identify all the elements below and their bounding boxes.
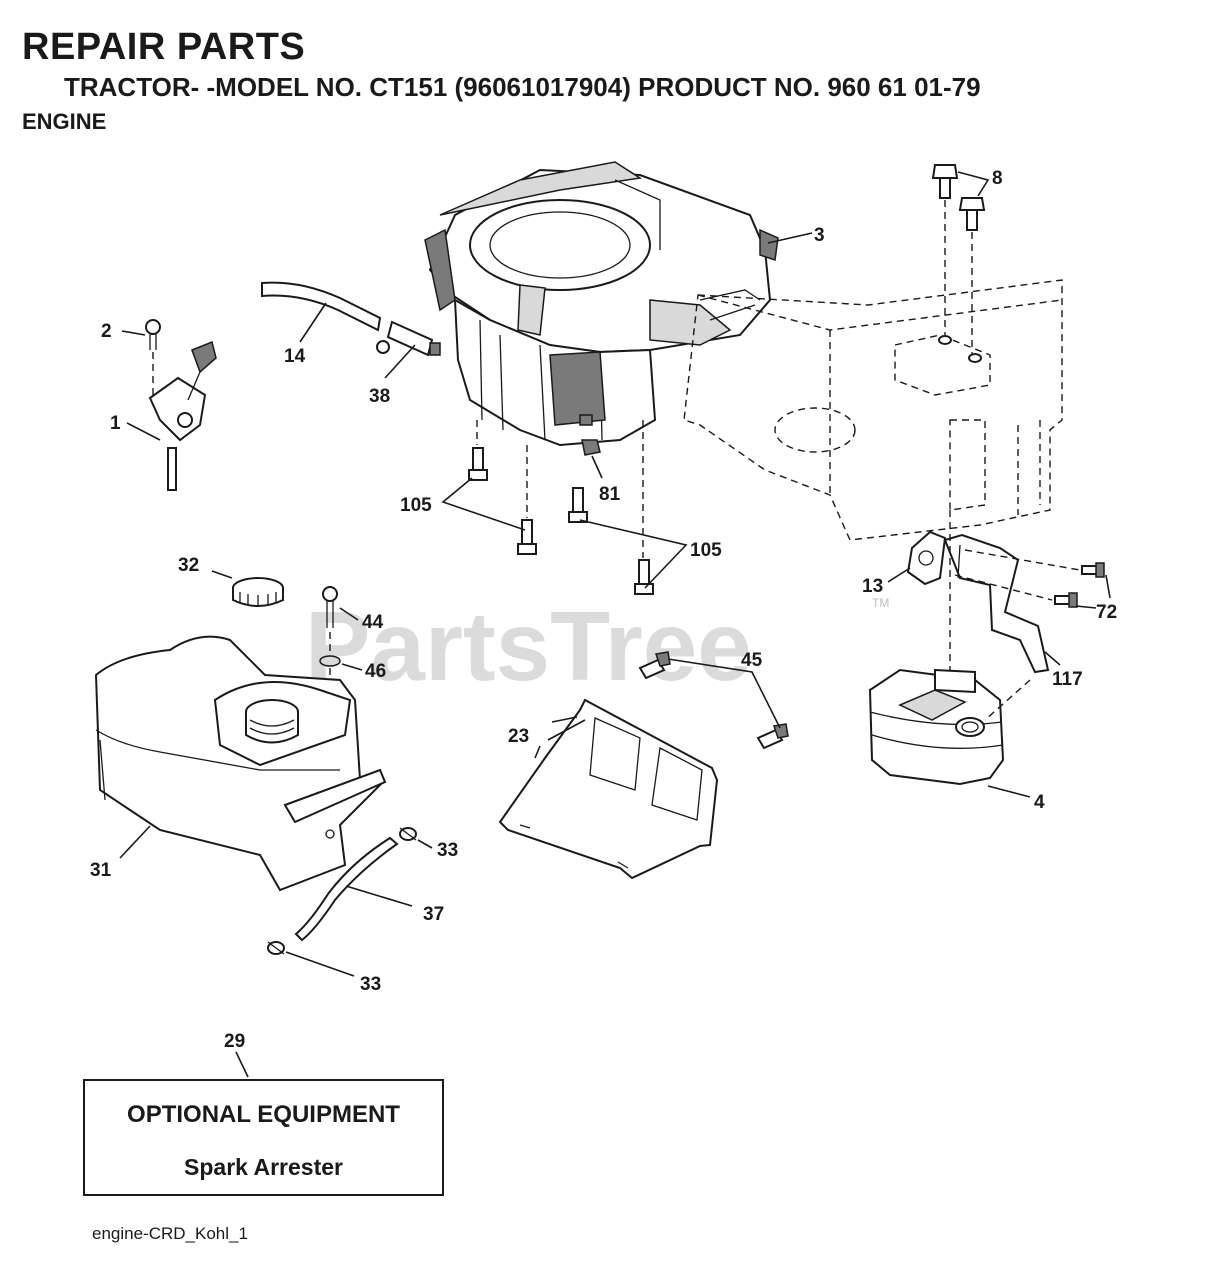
fuel-filter-part[interactable] [376,320,441,357]
callout-14: 14 [284,346,306,367]
callout-3: 3 [814,225,825,246]
bolt-105-part[interactable] [468,447,488,481]
clamp-33-part[interactable] [399,827,417,841]
callout-8: 8 [992,168,1003,189]
clamp-33-part[interactable] [267,941,285,955]
optional-equipment-box: OPTIONAL EQUIPMENT Spark Arrester [83,1079,444,1196]
heat-shield-part[interactable] [498,698,719,880]
callout-32: 32 [178,555,199,576]
watermark-tm: TM [872,596,889,610]
throttle-control-part[interactable] [148,340,217,491]
screw-45-part[interactable] [638,651,671,680]
watermark-text: PartsTree [305,591,752,701]
callout-2: 2 [101,321,112,342]
muffler-part[interactable] [868,668,1005,786]
callout-23: 23 [508,726,529,747]
callout-38: 38 [369,386,390,407]
screw-2-part[interactable] [145,319,161,350]
callout-105-lower: 105 [690,540,722,561]
callout-81: 81 [599,484,621,505]
callout-13: 13 [862,576,883,597]
screw-72-part[interactable] [1081,562,1105,578]
nut-81-part[interactable] [581,439,601,456]
screw-8-part[interactable] [958,197,986,231]
callout-37: 37 [423,904,444,925]
callout-33-upper: 33 [437,840,458,861]
washer-46-part[interactable] [319,655,341,667]
screw-72-part[interactable] [1054,592,1078,608]
diagram-code: engine-CRD_Kohl_1 [92,1224,248,1243]
fuel-hose-part[interactable] [294,836,399,942]
callout-1: 1 [110,413,121,434]
callout-45: 45 [741,650,763,671]
optional-equipment-title: OPTIONAL EQUIPMENT [127,1101,400,1128]
tractor-frame-outline [683,279,1063,541]
callout-105-upper: 105 [400,495,432,516]
spark-arrester-label: Spark Arrester [184,1154,343,1180]
screw-45-part[interactable] [756,723,789,750]
screw-44-part[interactable] [322,586,338,628]
fuel-cap-part[interactable] [232,577,284,607]
callout-72: 72 [1096,602,1117,623]
model-subtitle: TRACTOR- -MODEL NO. CT151 (96061017904) … [64,72,981,102]
callout-4: 4 [1034,792,1045,813]
callout-29: 29 [224,1031,245,1052]
exhaust-pipe-part[interactable] [943,533,1050,674]
bolt-105-part[interactable] [568,487,588,523]
callout-33-lower: 33 [360,974,381,995]
fuel-line-part[interactable] [261,281,382,332]
bolt-105-part[interactable] [634,559,654,595]
bolt-105-part[interactable] [517,519,537,555]
section-heading: ENGINE [22,109,107,134]
callout-117: 117 [1052,669,1083,690]
callout-46: 46 [365,661,386,682]
page-title: REPAIR PARTS [22,26,306,68]
callout-44: 44 [362,612,384,633]
screw-8-part[interactable] [931,164,959,199]
engine-part[interactable] [424,161,779,447]
fuel-tank-part[interactable] [94,635,387,892]
callout-31: 31 [90,860,112,881]
gasket-13-part[interactable] [906,530,947,586]
